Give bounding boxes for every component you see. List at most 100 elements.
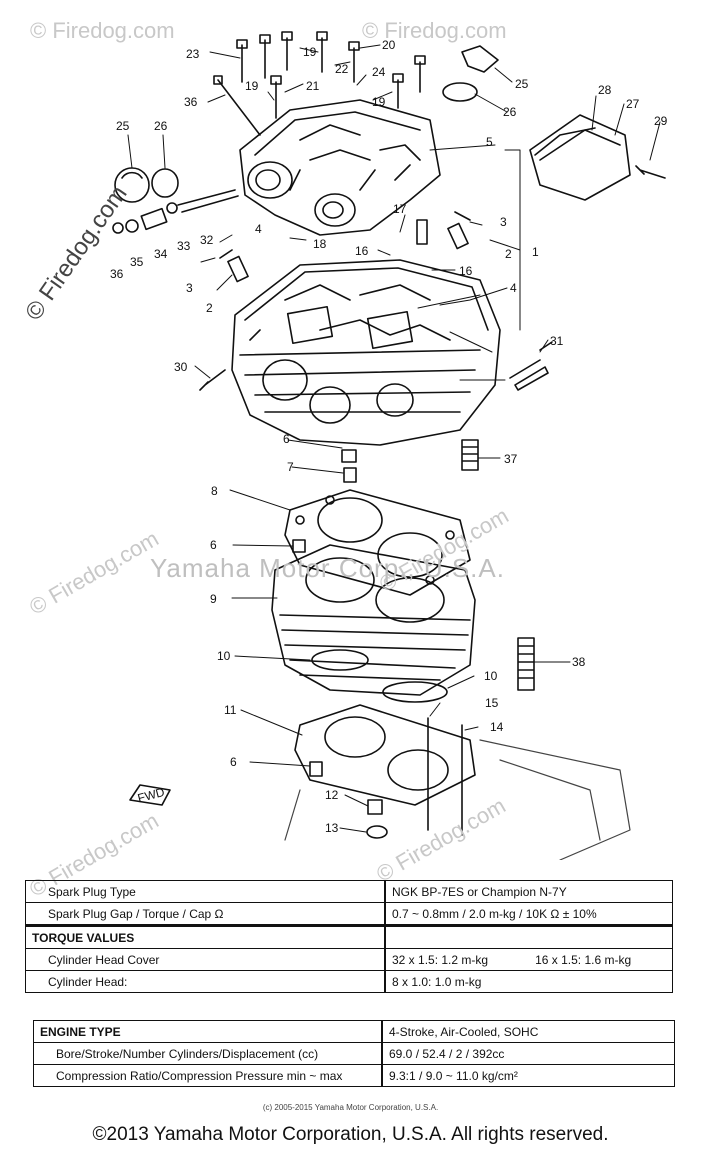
watermark: © Firedog.com <box>30 18 175 43</box>
callout: 26 <box>154 119 168 133</box>
callout: 6 <box>230 755 237 769</box>
callout: 35 <box>130 255 144 269</box>
watermark: © Firedog.com <box>362 18 507 43</box>
callout: 10 <box>484 669 498 683</box>
o-ring-26-left <box>151 168 179 198</box>
callout: 3 <box>500 215 507 229</box>
callout: 10 <box>217 649 231 663</box>
cylinder-head <box>231 259 501 446</box>
callout: 28 <box>598 83 612 97</box>
row-label: Bore/Stroke/Number Cylinders/Displacemen… <box>33 1042 383 1065</box>
callout: 3 <box>186 281 193 295</box>
callout: 23 <box>186 47 200 61</box>
callout: 9 <box>210 592 217 606</box>
row-label: Compression Ratio/Compression Pressure m… <box>33 1064 383 1087</box>
callout: 14 <box>490 720 504 734</box>
top-bolts <box>213 31 426 136</box>
o-ring-10-left <box>311 649 369 671</box>
row-value: NGK BP-7ES or Champion N-7Y <box>384 880 673 903</box>
cylinder <box>271 544 476 696</box>
callout: 22 <box>335 62 349 76</box>
callout: 13 <box>325 821 339 835</box>
callout: 29 <box>654 114 668 128</box>
callout: 16 <box>355 244 369 258</box>
section-header: TORQUE VALUES <box>25 924 386 949</box>
callout: 26 <box>503 105 517 119</box>
tappet-cover <box>529 114 666 201</box>
callout: 20 <box>382 38 396 52</box>
callout: 8 <box>211 484 218 498</box>
leader-lines <box>127 44 661 833</box>
row-label: Cylinder Head Cover <box>25 948 386 971</box>
callout: 5 <box>486 135 493 149</box>
row-label: Spark Plug Type <box>25 880 386 903</box>
table-row: Spark Plug Type NGK BP-7ES or Champion N… <box>25 880 673 903</box>
callout: 19 <box>303 45 317 59</box>
callout: 27 <box>626 97 640 111</box>
callout: 19 <box>372 95 386 109</box>
spring-39 <box>517 637 535 691</box>
row-value: 9.3:1 / 9.0 ~ 11.0 kg/cm² <box>381 1064 675 1087</box>
callout: 4 <box>510 281 517 295</box>
spark-plug-torque-table: Spark Plug Type NGK BP-7ES or Champion N… <box>25 880 674 993</box>
callout: 15 <box>485 696 499 710</box>
table-row: Cylinder Head Cover 32 x 1.5: 1.2 m-kg 1… <box>25 948 674 971</box>
callout: 2 <box>505 247 512 261</box>
spring-38 <box>461 439 479 471</box>
callout: 30 <box>174 360 188 374</box>
copyright-main: ©2013 Yamaha Motor Corporation, U.S.A. A… <box>92 1124 609 1145</box>
callout: 36 <box>184 95 198 109</box>
callout: 6 <box>283 432 290 446</box>
spark-plug-31 <box>509 341 553 391</box>
row-value: 32 x 1.5: 1.2 m-kg <box>384 948 530 971</box>
callout: 38 <box>572 655 586 669</box>
callout: 1 <box>532 245 539 259</box>
callout: 37 <box>504 452 518 466</box>
table-row: Cylinder Head: 8 x 1.0: 1.0 m-kg <box>25 970 673 993</box>
callout: 24 <box>372 65 386 79</box>
table-row: TORQUE VALUES <box>25 924 673 949</box>
callout: 16 <box>459 264 473 278</box>
watermark-center: Yamaha Motor Corp., U.S.A. <box>150 553 505 583</box>
cylinder-head-cover <box>239 99 441 236</box>
adjuster-set <box>112 189 239 234</box>
callout: 7 <box>287 460 294 474</box>
head-gasket <box>284 489 471 596</box>
callout: 11 <box>224 703 237 717</box>
copyright-small: (c) 2005-2015 Yamaha Motor Corporation, … <box>262 1103 439 1112</box>
row-value-2: 16 x 1.5: 1.6 m-kg <box>529 948 674 971</box>
engine-type-table: ENGINE TYPE 4-Stroke, Air-Cooled, SOHC B… <box>33 1020 675 1087</box>
callout: 33 <box>177 239 191 253</box>
cap-25 <box>461 45 499 73</box>
callout: 2 <box>206 301 213 315</box>
callout: 4 <box>255 222 262 236</box>
table-row: Spark Plug Gap / Torque / Cap Ω 0.7 ~ 0.… <box>25 902 673 926</box>
table-row: Compression Ratio/Compression Pressure m… <box>33 1064 675 1087</box>
row-value: 4-Stroke, Air-Cooled, SOHC <box>381 1020 675 1043</box>
callout: 25 <box>515 77 529 91</box>
callout: 6 <box>210 538 217 552</box>
row-label: Spark Plug Gap / Torque / Cap Ω <box>25 902 386 926</box>
exploded-diagram: 1 2 2 3 3 4 4 5 6 6 6 7 8 9 10 10 11 12 … <box>110 31 668 860</box>
fwd-label: FWD <box>136 785 166 806</box>
o-ring-10-right <box>382 681 448 703</box>
callout: 19 <box>245 79 259 93</box>
table-row: ENGINE TYPE 4-Stroke, Air-Cooled, SOHC <box>33 1020 675 1043</box>
callout: 36 <box>110 267 124 281</box>
section-header: ENGINE TYPE <box>33 1020 383 1043</box>
callout: 21 <box>306 79 320 93</box>
base-gasket <box>294 704 476 806</box>
o-ring-26 <box>442 82 478 102</box>
row-value: 69.0 / 52.4 / 2 / 392cc <box>381 1042 675 1065</box>
callout: 31 <box>550 334 564 348</box>
callout: 12 <box>325 788 339 802</box>
callout: 18 <box>313 237 327 251</box>
fwd-arrow <box>129 784 171 806</box>
table-row: Bore/Stroke/Number Cylinders/Displacemen… <box>33 1042 675 1065</box>
callout: 25 <box>116 119 130 133</box>
row-label: Cylinder Head: <box>25 970 386 993</box>
callout: 34 <box>154 247 168 261</box>
callout-labels: 1 2 2 3 3 4 4 5 6 6 6 7 8 9 10 10 11 12 … <box>110 38 668 835</box>
row-value: 0.7 ~ 0.8mm / 2.0 m-kg / 10K Ω ± 10% <box>384 902 673 926</box>
callout: 32 <box>200 233 214 247</box>
